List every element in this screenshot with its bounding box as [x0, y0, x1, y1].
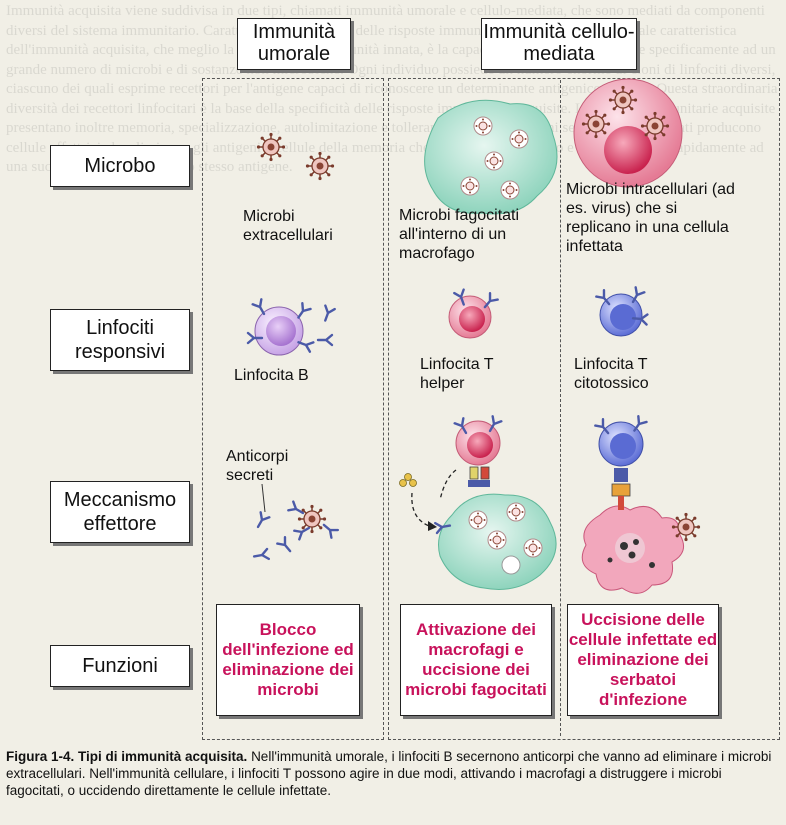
cellular-column-box — [388, 78, 780, 740]
row-label-responding-text: Linfociti responsivi — [74, 317, 166, 363]
row-label-functions: Funzioni — [50, 645, 190, 687]
ctl-killing-infected-cell — [581, 415, 701, 594]
label-extracellular-microbes: Microbi extracellulari — [243, 208, 333, 244]
row-label-responding: Linfociti responsivi — [50, 309, 190, 371]
caption-text: Nell'immunità umorale, i linfociti B sec… — [6, 749, 772, 798]
extracellular-microbe-1 — [256, 132, 286, 162]
row-label-effector-text: Meccanismo effettore — [63, 489, 177, 535]
label-t-cytotoxic: Linfocita T citotossico — [574, 356, 649, 392]
header-humoral-text: Immunità umorale — [252, 21, 336, 65]
function-cytotoxic-text: Uccisione delle cellule infettate ed eli… — [568, 610, 718, 709]
header-humoral-immunity: Immunità umorale — [237, 18, 351, 70]
figure-caption: Figura 1-4. Tipi di immunità acquisita. … — [6, 748, 780, 799]
macrophage-with-microbes — [424, 99, 558, 215]
t-helper-macrophage-interaction — [399, 415, 557, 590]
secreted-antibody — [316, 333, 334, 347]
header-cellular-text: Immunità cellulo-mediata — [483, 21, 635, 65]
function-helper-box: Attivazione dei macrofagi e uccisione de… — [400, 604, 552, 716]
secreted-antibody — [252, 547, 270, 563]
caption-label: Figura 1-4. Tipi di immunità acquisita. — [6, 749, 248, 764]
antibody-pointer-line — [261, 483, 266, 513]
infected-cell — [573, 78, 683, 188]
secreted-antibody — [319, 304, 336, 324]
function-cytotoxic-box: Uccisione delle cellule infettate ed eli… — [567, 604, 719, 716]
cellular-column-divider — [560, 80, 561, 736]
row-label-functions-text: Funzioni — [82, 655, 158, 677]
header-cellular-immunity: Immunità cellulo-mediata — [481, 18, 637, 70]
function-helper-text: Attivazione dei macrofagi e uccisione de… — [405, 620, 547, 699]
row-label-microbe-text: Microbo — [84, 155, 156, 177]
function-humoral-text: Blocco dell'infezione ed eliminazione de… — [222, 620, 354, 699]
secreted-antibody — [276, 535, 296, 556]
t-helper-lymphocyte — [448, 288, 499, 339]
extracellular-microbe-2 — [305, 151, 335, 181]
row-label-microbe: Microbo — [50, 145, 190, 187]
secreted-antibody — [252, 511, 271, 531]
neutralized-microbe — [297, 504, 327, 534]
label-intracellular-microbes: Microbi intracellulari (ad es. virus) ch… — [566, 181, 735, 255]
label-phagocytosed-microbes: Microbi fagocitati all'interno di un mac… — [399, 207, 520, 262]
function-humoral-box: Blocco dell'infezione ed eliminazione de… — [216, 604, 360, 716]
t-cytotoxic-lymphocyte — [595, 286, 649, 337]
bound-antibody — [319, 519, 340, 539]
humoral-column-box — [202, 78, 384, 740]
row-label-effector: Meccanismo effettore — [50, 481, 190, 543]
label-secreted-antibodies: Anticorpi secreti — [226, 448, 289, 484]
b-lymphocyte — [246, 298, 315, 356]
label-b-lymphocyte: Linfocita B — [234, 367, 309, 384]
label-t-helper: Linfocita T helper — [420, 356, 494, 392]
